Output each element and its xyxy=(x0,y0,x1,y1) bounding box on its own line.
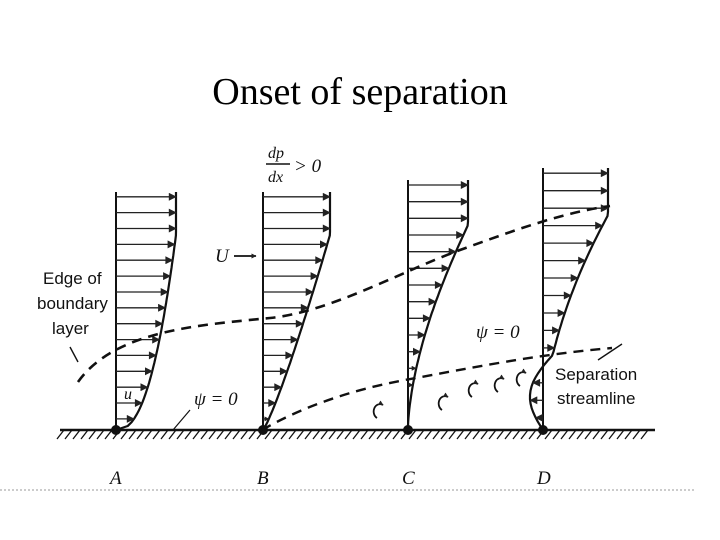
edge-label-line-1: Edge of xyxy=(43,269,102,288)
station-label-a: A xyxy=(108,468,122,489)
velocity-profiles xyxy=(111,168,610,435)
eddy-icon xyxy=(467,379,479,398)
recirculation-eddies xyxy=(372,368,527,419)
velocity-profile-a xyxy=(111,192,178,435)
separation-label-line-1: Separation xyxy=(555,365,637,384)
velocity-profile-b xyxy=(258,192,332,435)
eddy-icon xyxy=(372,400,384,419)
boundary-layer-edge-line xyxy=(76,204,611,383)
profile-curve xyxy=(406,180,470,430)
wall xyxy=(56,428,655,440)
velocity-profile-c xyxy=(403,180,470,435)
edge-label-line-2: boundary xyxy=(37,294,108,313)
slide-title: Onset of separation xyxy=(212,71,508,113)
edge-label-line-3: layer xyxy=(52,319,89,338)
station-label-b: B xyxy=(257,468,269,489)
wall-point xyxy=(403,425,413,435)
separation-streamline-label: Separation streamline xyxy=(555,365,637,408)
psi-label-dividing: ψ = 0 xyxy=(476,322,520,343)
psi-label-wall: ψ = 0 xyxy=(194,389,238,410)
dx-text: dx xyxy=(268,169,283,186)
station-label-d: D xyxy=(536,468,551,489)
separation-label-line-2: streamline xyxy=(557,389,635,408)
psi-label-leader xyxy=(172,409,191,431)
edge-label-leader xyxy=(69,346,79,363)
wall-point xyxy=(111,425,121,435)
edge-of-boundary-layer-label: Edge of boundary layer xyxy=(37,269,108,338)
station-labels: A B C D xyxy=(108,468,551,489)
wall-point xyxy=(538,425,548,435)
separation-label-leader xyxy=(597,343,623,361)
profile-curve xyxy=(262,192,332,431)
eddy-icon xyxy=(493,374,505,393)
pressure-gradient-label: dp dx > 0 xyxy=(266,145,322,186)
relation-text: > 0 xyxy=(294,156,322,177)
wall-hatching xyxy=(56,429,649,440)
velocity-profile-d xyxy=(528,168,610,435)
eddy-icon xyxy=(515,368,527,387)
dp-text: dp xyxy=(268,145,284,162)
station-label-c: C xyxy=(402,468,415,489)
eddy-icon xyxy=(437,392,449,411)
freestream-label: U xyxy=(215,246,230,267)
local-velocity-label: u xyxy=(124,386,132,403)
